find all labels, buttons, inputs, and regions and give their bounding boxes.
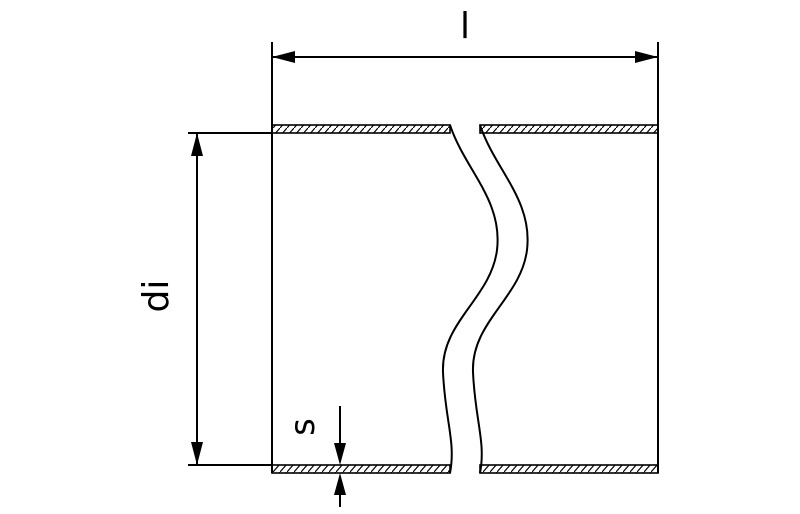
dimension-wall-thickness: s xyxy=(283,406,346,507)
wall-thickness-label: s xyxy=(283,418,323,436)
s-arrowhead-up-icon xyxy=(334,473,346,495)
pipe-body xyxy=(271,124,659,474)
break-line-left xyxy=(441,124,499,474)
length-label: l xyxy=(460,6,470,47)
pipe-top-wall-right xyxy=(479,124,659,134)
pipe-bottom-wall-left xyxy=(271,464,451,474)
break-line-right xyxy=(471,124,529,474)
length-arrowhead-right-icon xyxy=(635,51,658,63)
s-arrowhead-down-icon xyxy=(334,443,346,465)
pipe-top-wall-left xyxy=(271,124,451,134)
length-arrowhead-left-icon xyxy=(272,51,295,63)
inner-diameter-label: di xyxy=(136,280,177,313)
di-arrowhead-bottom-icon xyxy=(191,442,203,465)
dimension-length: l xyxy=(271,6,659,125)
dimension-inner-diameter: di xyxy=(136,132,272,466)
pipe-bottom-wall-right xyxy=(479,464,659,474)
di-arrowhead-top-icon xyxy=(191,133,203,156)
